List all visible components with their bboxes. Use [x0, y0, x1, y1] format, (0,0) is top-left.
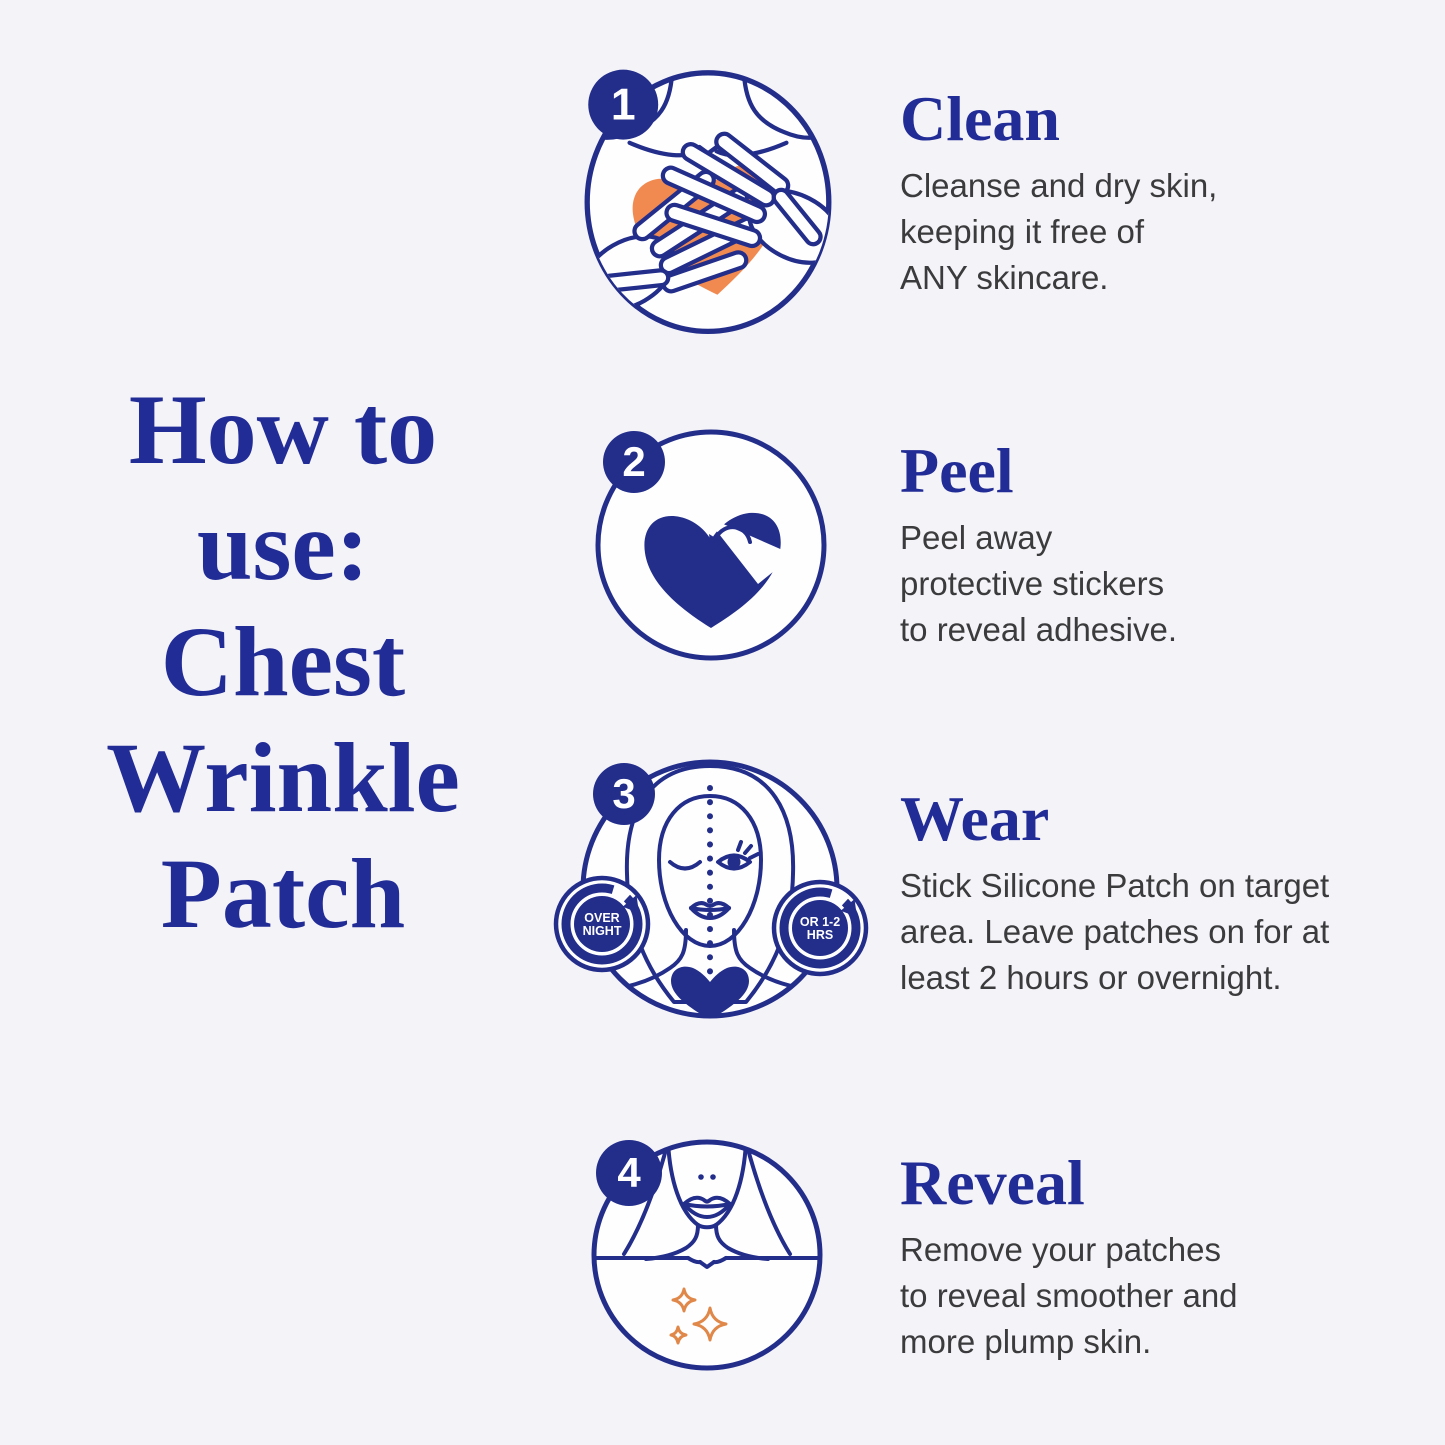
- lips: [682, 1195, 732, 1219]
- svg-text:3: 3: [612, 770, 635, 817]
- step-heading: Clean: [900, 83, 1060, 154]
- step-description: Remove your patches to reveal smoother a…: [900, 1231, 1238, 1361]
- or-1-2-hrs-badge: OR 1-2 HRS: [771, 879, 869, 977]
- svg-text:4: 4: [617, 1149, 641, 1196]
- step-2-text: Peel Peel away protective stickers to re…: [900, 436, 1410, 654]
- hands-on-chest-icon: 1: [584, 69, 832, 342]
- step-number-badge: 1: [588, 69, 659, 140]
- step-3-text: Wear Stick Silicone Patch on target area…: [900, 784, 1410, 1002]
- overnight-badge: OVER NIGHT: [553, 875, 651, 973]
- lips: [689, 901, 731, 920]
- chest-sparkles-icon: 4: [591, 1139, 823, 1371]
- step-heading: Peel: [900, 435, 1014, 506]
- chest-illustration: [587, 72, 829, 342]
- sparkles-icon: [669, 1287, 728, 1345]
- chest-heart-patch: [671, 966, 749, 1016]
- heart-patch-peel-icon: 2: [595, 429, 827, 661]
- face-with-patch-icon: OVER NIGHT OR 1-2 HRS 3: [553, 759, 869, 1019]
- reveal-illustration: [594, 1142, 820, 1345]
- step-number-badge: 2: [603, 431, 665, 493]
- page-title: How to use: Chest Wrinkle Patch: [106, 374, 460, 949]
- closed-eye: [668, 860, 702, 871]
- step-4-text: Reveal Remove your patches to reveal smo…: [900, 1148, 1410, 1366]
- peeled-corner: [705, 516, 794, 584]
- step-number-badge: 4: [596, 1140, 662, 1206]
- svg-text:HRS: HRS: [807, 928, 833, 942]
- step-description: Stick Silicone Patch on target area. Lea…: [900, 867, 1330, 997]
- step-number-badge: 3: [593, 763, 655, 825]
- svg-text:OR 1-2: OR 1-2: [800, 915, 840, 929]
- svg-text:2: 2: [622, 438, 645, 485]
- svg-text:OVER: OVER: [584, 911, 619, 925]
- step-description: Peel away protective stickers to reveal …: [900, 519, 1178, 649]
- peel-arrow-icon: [709, 525, 752, 551]
- open-eye: [716, 840, 760, 871]
- step-1-text: Clean Cleanse and dry skin, keeping it f…: [900, 84, 1410, 302]
- step-description: Cleanse and dry skin, keeping it free of…: [900, 167, 1218, 297]
- svg-text:NIGHT: NIGHT: [583, 924, 622, 938]
- step-heading: Wear: [900, 783, 1050, 854]
- step-heading: Reveal: [900, 1147, 1085, 1218]
- face-illustration: [594, 764, 826, 1016]
- svg-text:1: 1: [611, 80, 636, 129]
